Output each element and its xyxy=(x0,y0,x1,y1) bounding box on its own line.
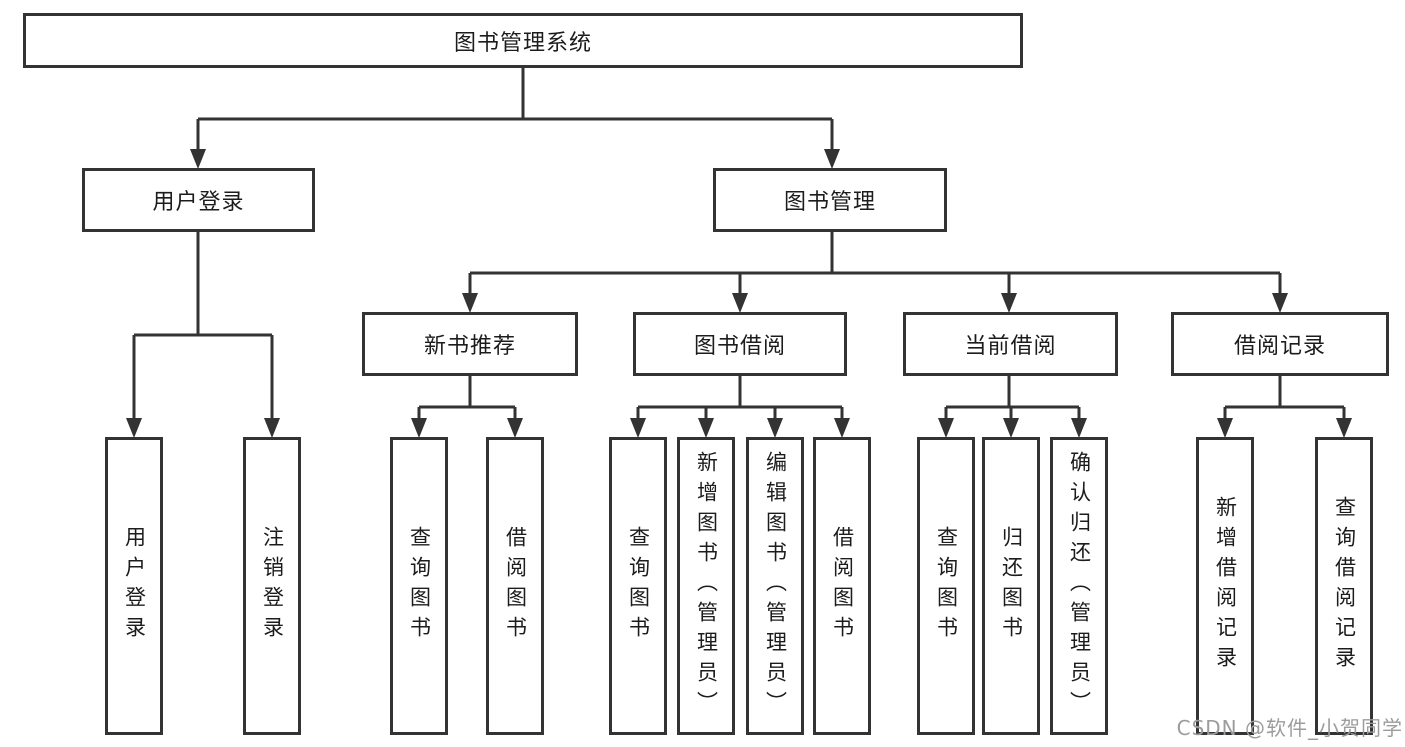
node-root: 图书管理系统 xyxy=(23,13,1023,68)
csdn-watermark: CSDN @软件_小贺同学 xyxy=(1176,716,1403,740)
node-borrow-records: 借阅记录 xyxy=(1171,312,1389,376)
node-borrow-books-recommend: 借阅图书 xyxy=(486,437,544,735)
node-user-login: 用户登录 xyxy=(82,168,315,232)
node-current-borrowing: 当前借阅 xyxy=(903,312,1118,376)
node-query-books-borrowing: 查询图书 xyxy=(609,437,667,735)
node-new-book-recommend: 新书推荐 xyxy=(362,312,578,376)
node-return-books: 归还图书 xyxy=(982,437,1040,735)
node-logout: 注销登录 xyxy=(243,437,301,735)
node-confirm-return-admin: 确认归还（管理员） xyxy=(1050,437,1108,735)
node-add-borrow-record: 新增借阅记录 xyxy=(1196,437,1254,735)
node-book-borrowing: 图书借阅 xyxy=(633,312,847,376)
node-query-books-recommend: 查询图书 xyxy=(390,437,448,735)
node-query-books-current: 查询图书 xyxy=(917,437,975,735)
node-user-login-action: 用户登录 xyxy=(105,437,163,735)
node-book-management: 图书管理 xyxy=(713,168,947,232)
node-borrow-books: 借阅图书 xyxy=(813,437,871,735)
node-query-borrow-record: 查询借阅记录 xyxy=(1315,437,1373,735)
node-add-books-admin: 新增图书（管理员） xyxy=(677,437,735,735)
node-edit-books-admin: 编辑图书（管理员） xyxy=(746,437,804,735)
